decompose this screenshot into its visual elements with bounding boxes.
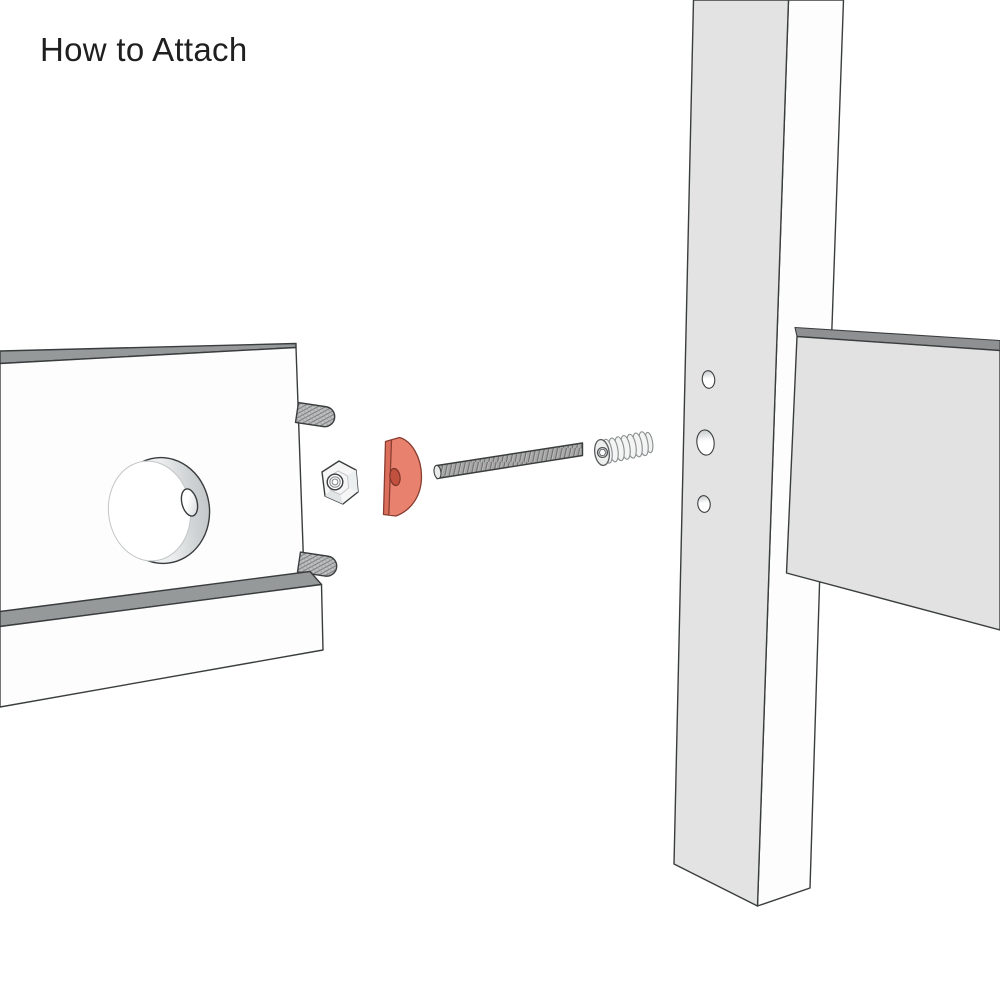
hex-nut-thread-ring [329,476,341,488]
dowel-pin-bottom-body [296,551,338,577]
threaded-rod-body [436,442,584,480]
dowel-pin-top-body [294,401,336,428]
corner-bracket-block [0,342,305,629]
side-rail [0,570,324,708]
hex-nut-facet-bottom [325,490,343,504]
cam-wedge-hole [389,467,401,487]
cam-wedge-face [388,437,422,516]
hex-nut-facet-right [347,470,358,492]
leg-hole-middle [696,429,715,456]
dowel-pin-top [294,401,336,428]
leg-front-face [673,0,790,907]
side-panel [785,326,1000,631]
cam-wedge [382,436,423,517]
insert-hex-socket-inner [598,449,607,456]
page-title: How to Attach [40,31,248,68]
dowel-pin-bottom [296,551,338,577]
panel-front-face [785,335,1000,631]
threaded-rod [433,442,584,480]
counterbore-hole [107,456,211,565]
threaded-rod-end [433,464,442,480]
threaded-insert [593,431,654,467]
hex-nut [321,460,359,505]
leg-hole-bottom [697,495,711,513]
panel-top-edge [794,326,1000,352]
rail-front-face [0,583,324,708]
hex-nut-thread-ring [331,478,339,486]
through-hole [180,488,199,517]
leg-hole-top [701,370,716,389]
